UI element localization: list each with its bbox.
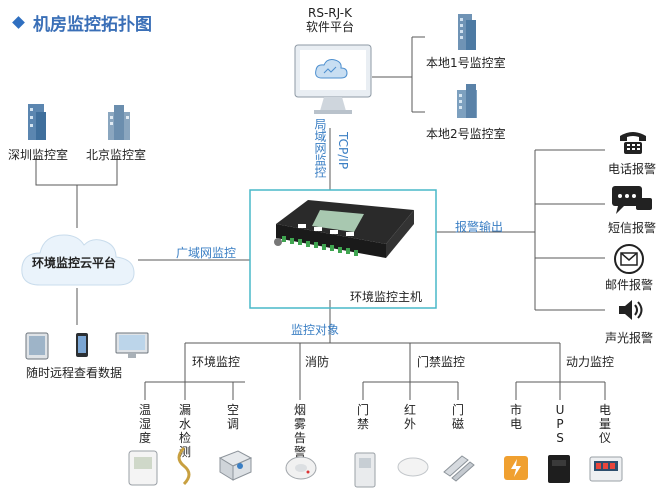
building-icon: [108, 105, 130, 140]
cloud-icon: [21, 234, 135, 286]
remote-room-beijing: 北京监控室: [86, 148, 147, 162]
power-meter-icon: [589, 456, 623, 482]
building-icon: [458, 14, 476, 50]
device-temp-humidity: 温湿度: [138, 403, 151, 445]
device-power-meter: 电量仪: [598, 403, 611, 445]
host-label: 环境监控主机: [350, 290, 423, 304]
device-access-control: 门禁: [356, 403, 369, 431]
category-environment: 环境监控: [192, 355, 241, 369]
alarm-phone: 电话报警: [608, 162, 657, 176]
sms-icon: [612, 186, 652, 214]
platform-subtitle: 软件平台: [306, 20, 355, 34]
category-access: 门禁监控: [417, 355, 466, 369]
aircon-controller-icon: [218, 450, 253, 481]
page-title: 机房监控拓扑图: [12, 10, 152, 35]
diamond-bullet-icon: [12, 16, 25, 29]
host-box: [249, 189, 437, 309]
category-fire: 消防: [305, 355, 330, 369]
mains-power-icon: [504, 456, 528, 480]
device-door-magnet: 门磁: [451, 403, 464, 431]
thermo-hygrometer-icon: [128, 450, 158, 486]
host-device-icon: [274, 200, 414, 258]
device-smoke-alarm: 烟雾告警: [293, 403, 306, 459]
monitor-objects-label: 监控对象: [291, 323, 340, 337]
monitor-icon: [294, 44, 372, 114]
infrared-sensor-icon: [397, 457, 429, 477]
access-controller-icon: [354, 452, 376, 488]
tcp-ip-label: TCP/IP: [336, 132, 350, 170]
remote-room-shenzhen: 深圳监控室: [8, 148, 69, 162]
wan-label: 广域网监控: [176, 246, 237, 260]
building-icon: [28, 104, 46, 140]
remote-view-label: 随时远程查看数据: [26, 366, 123, 380]
building-icon: [457, 84, 477, 118]
device-infrared: 红外: [403, 403, 416, 431]
smoke-detector-icon: [285, 456, 317, 480]
mail-icon: [614, 244, 644, 274]
device-aircon: 空调: [226, 403, 239, 431]
local-room-2: 本地2号监控室: [426, 127, 506, 141]
device-mains: 市电: [509, 403, 522, 431]
lan-label: 局域网监控: [313, 118, 327, 178]
platform-name: RS-RJ-K: [308, 6, 352, 20]
category-power: 动力监控: [566, 355, 615, 369]
leak-sensor-cable-icon: [177, 446, 191, 486]
page-title-text: 机房监控拓扑图: [33, 15, 152, 35]
phone-icon: [620, 132, 646, 154]
door-magnet-icon: [443, 455, 475, 482]
cloud-platform-label: 环境监控云平台: [32, 256, 117, 270]
alarm-sound-light: 声光报警: [605, 331, 654, 345]
speaker-icon: [619, 300, 643, 320]
local-room-1: 本地1号监控室: [426, 56, 506, 70]
ups-icon: [548, 455, 570, 483]
alarm-sms: 短信报警: [608, 221, 657, 235]
devices-icon: [25, 332, 149, 360]
alarm-output-label: 报警输出: [455, 220, 504, 234]
alarm-mail: 邮件报警: [605, 278, 654, 292]
device-ups: UPS: [555, 403, 565, 445]
